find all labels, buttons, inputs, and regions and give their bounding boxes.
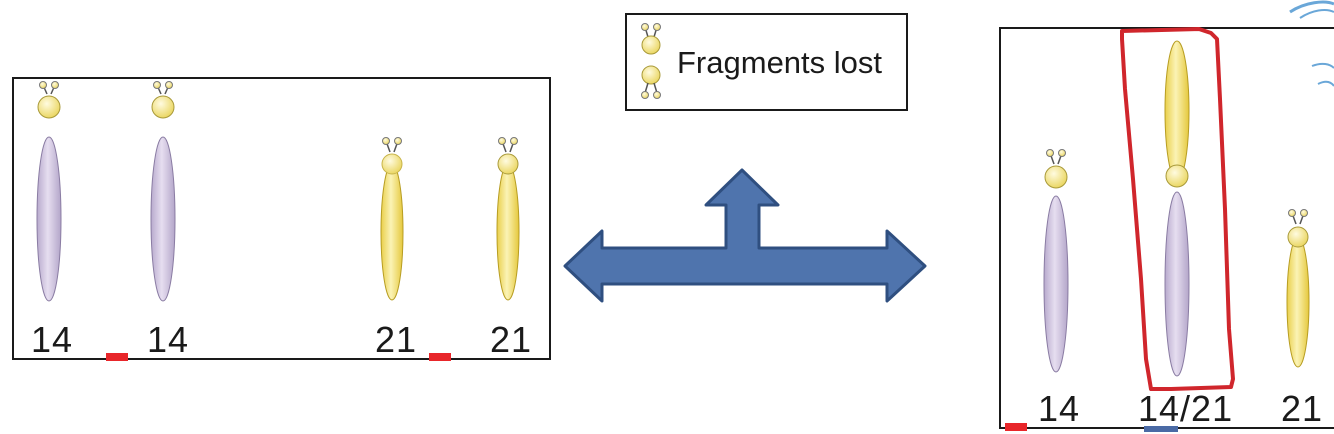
legend-box: Fragments lost	[625, 13, 908, 111]
red-marker-right	[1005, 423, 1027, 431]
chromosome-14-21-fused	[1164, 40, 1190, 377]
chromosome-14-right	[1043, 149, 1069, 373]
label-14-right: 14	[1038, 388, 1081, 429]
label-21-right: 21	[1281, 388, 1324, 429]
right-chromosome-drawing	[1005, 27, 1310, 432]
blue-marker-right	[1144, 426, 1178, 432]
red-marker-left-a	[106, 353, 128, 361]
chromosome-21-left-b	[496, 137, 520, 301]
label-14-left-a: 14	[31, 319, 74, 360]
chromosome-14-left-b	[150, 81, 176, 302]
fragments-lost-icon	[641, 23, 661, 99]
translocation-karyotype-panel: 14 14/21 21	[999, 27, 1334, 432]
label-21-left-b: 21	[490, 319, 533, 360]
normal-karyotype-panel: 14 14 21 21	[12, 77, 551, 361]
chromosome-21-left-a	[380, 137, 404, 301]
three-way-arrow-icon	[563, 168, 927, 303]
chromosome-14-left-a	[36, 81, 62, 302]
highlight-outline	[1120, 27, 1235, 391]
label-14-left-b: 14	[147, 319, 190, 360]
label-14-21-right: 14/21	[1138, 388, 1234, 429]
red-marker-left-b	[429, 353, 451, 361]
label-21-left-a: 21	[375, 319, 418, 360]
legend-label: Fragments lost	[677, 45, 883, 80]
left-chromosome-drawing	[36, 81, 520, 361]
chromosome-21-right	[1286, 209, 1310, 368]
